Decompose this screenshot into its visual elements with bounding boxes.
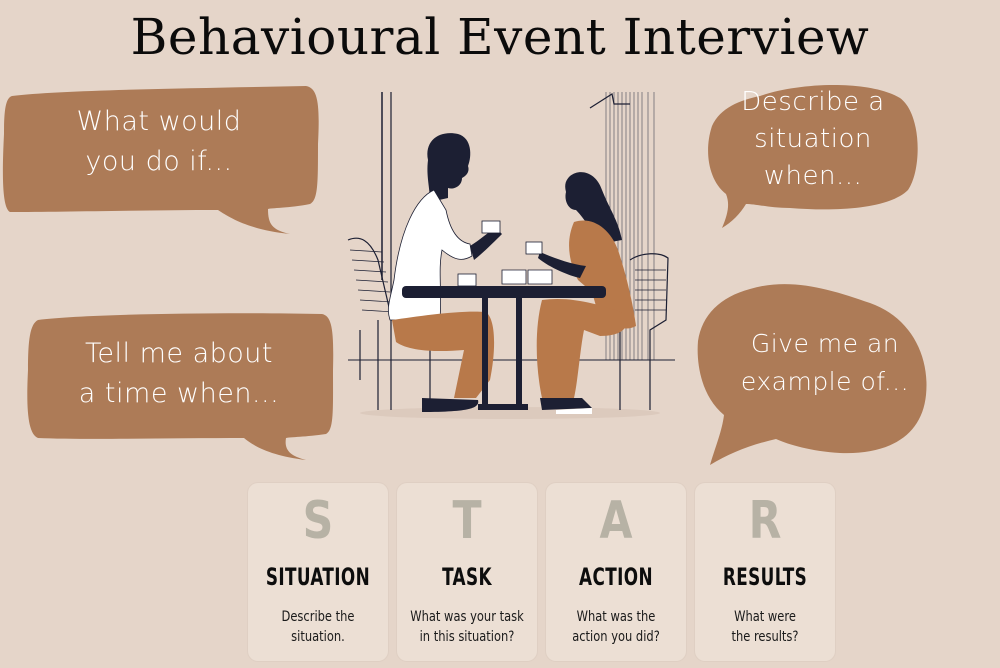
card-description: What was your task in this situation? <box>401 607 532 647</box>
card-heading: SITUATION <box>265 563 371 591</box>
star-card-results: R RESULTS What were the results? <box>695 483 835 661</box>
two-people-coffee-icon <box>347 92 675 419</box>
bubble-line: a time when... <box>78 378 280 409</box>
bubble-line: you do if... <box>85 146 233 177</box>
bubble-line: What would <box>76 106 242 137</box>
speech-bubble-shape-icon <box>27 313 334 460</box>
page-title: Behavioural Event Interview <box>130 8 870 66</box>
bubble-line: Describe a <box>741 87 885 117</box>
card-description: What were the results? <box>699 607 830 647</box>
card-desc-line: What was the <box>576 609 656 625</box>
star-card-action: A ACTION What was the action you did? <box>546 483 686 661</box>
card-description: What was the action you did? <box>550 607 681 647</box>
speech-bubble-shape-icon <box>2 86 319 234</box>
bubble-line: Give me an <box>750 329 900 358</box>
bubble-line: situation <box>754 124 872 154</box>
speech-bubble-give-me: Give me an example of... <box>690 275 940 475</box>
card-desc-line: in this situation? <box>419 629 515 645</box>
bubble-line: example of... <box>740 367 910 396</box>
card-heading: ACTION <box>579 563 653 591</box>
card-desc-line: action you did? <box>572 629 660 645</box>
card-desc-line: What was your task <box>410 609 524 625</box>
card-heading: RESULTS <box>722 563 808 591</box>
bubble-line: when... <box>763 161 863 191</box>
card-desc-line: What were <box>734 609 796 625</box>
star-card-situation: S SITUATION Describe the situation. <box>248 483 388 661</box>
star-card-task: T TASK What was your task in this situat… <box>397 483 537 661</box>
card-letter: A <box>599 491 633 551</box>
card-letter: T <box>452 491 482 551</box>
card-letter: S <box>302 491 334 551</box>
speech-bubble-what-would: What would you do if... <box>0 84 330 244</box>
speech-bubble-describe: Describe a situation when... <box>700 80 930 240</box>
card-description: Describe the situation. <box>252 607 383 647</box>
card-desc-line: Describe the <box>281 609 355 625</box>
card-letter: R <box>748 491 782 551</box>
card-desc-line: the results? <box>731 629 799 645</box>
speech-bubble-shape-icon <box>708 85 918 228</box>
card-heading: TASK <box>442 563 492 591</box>
speech-bubble-shape-icon <box>697 284 927 465</box>
bubble-line: Tell me about <box>85 338 273 369</box>
cafe-illustration <box>330 80 690 430</box>
speech-bubble-tell-me: Tell me about a time when... <box>24 310 344 470</box>
card-desc-line: situation. <box>291 629 345 645</box>
